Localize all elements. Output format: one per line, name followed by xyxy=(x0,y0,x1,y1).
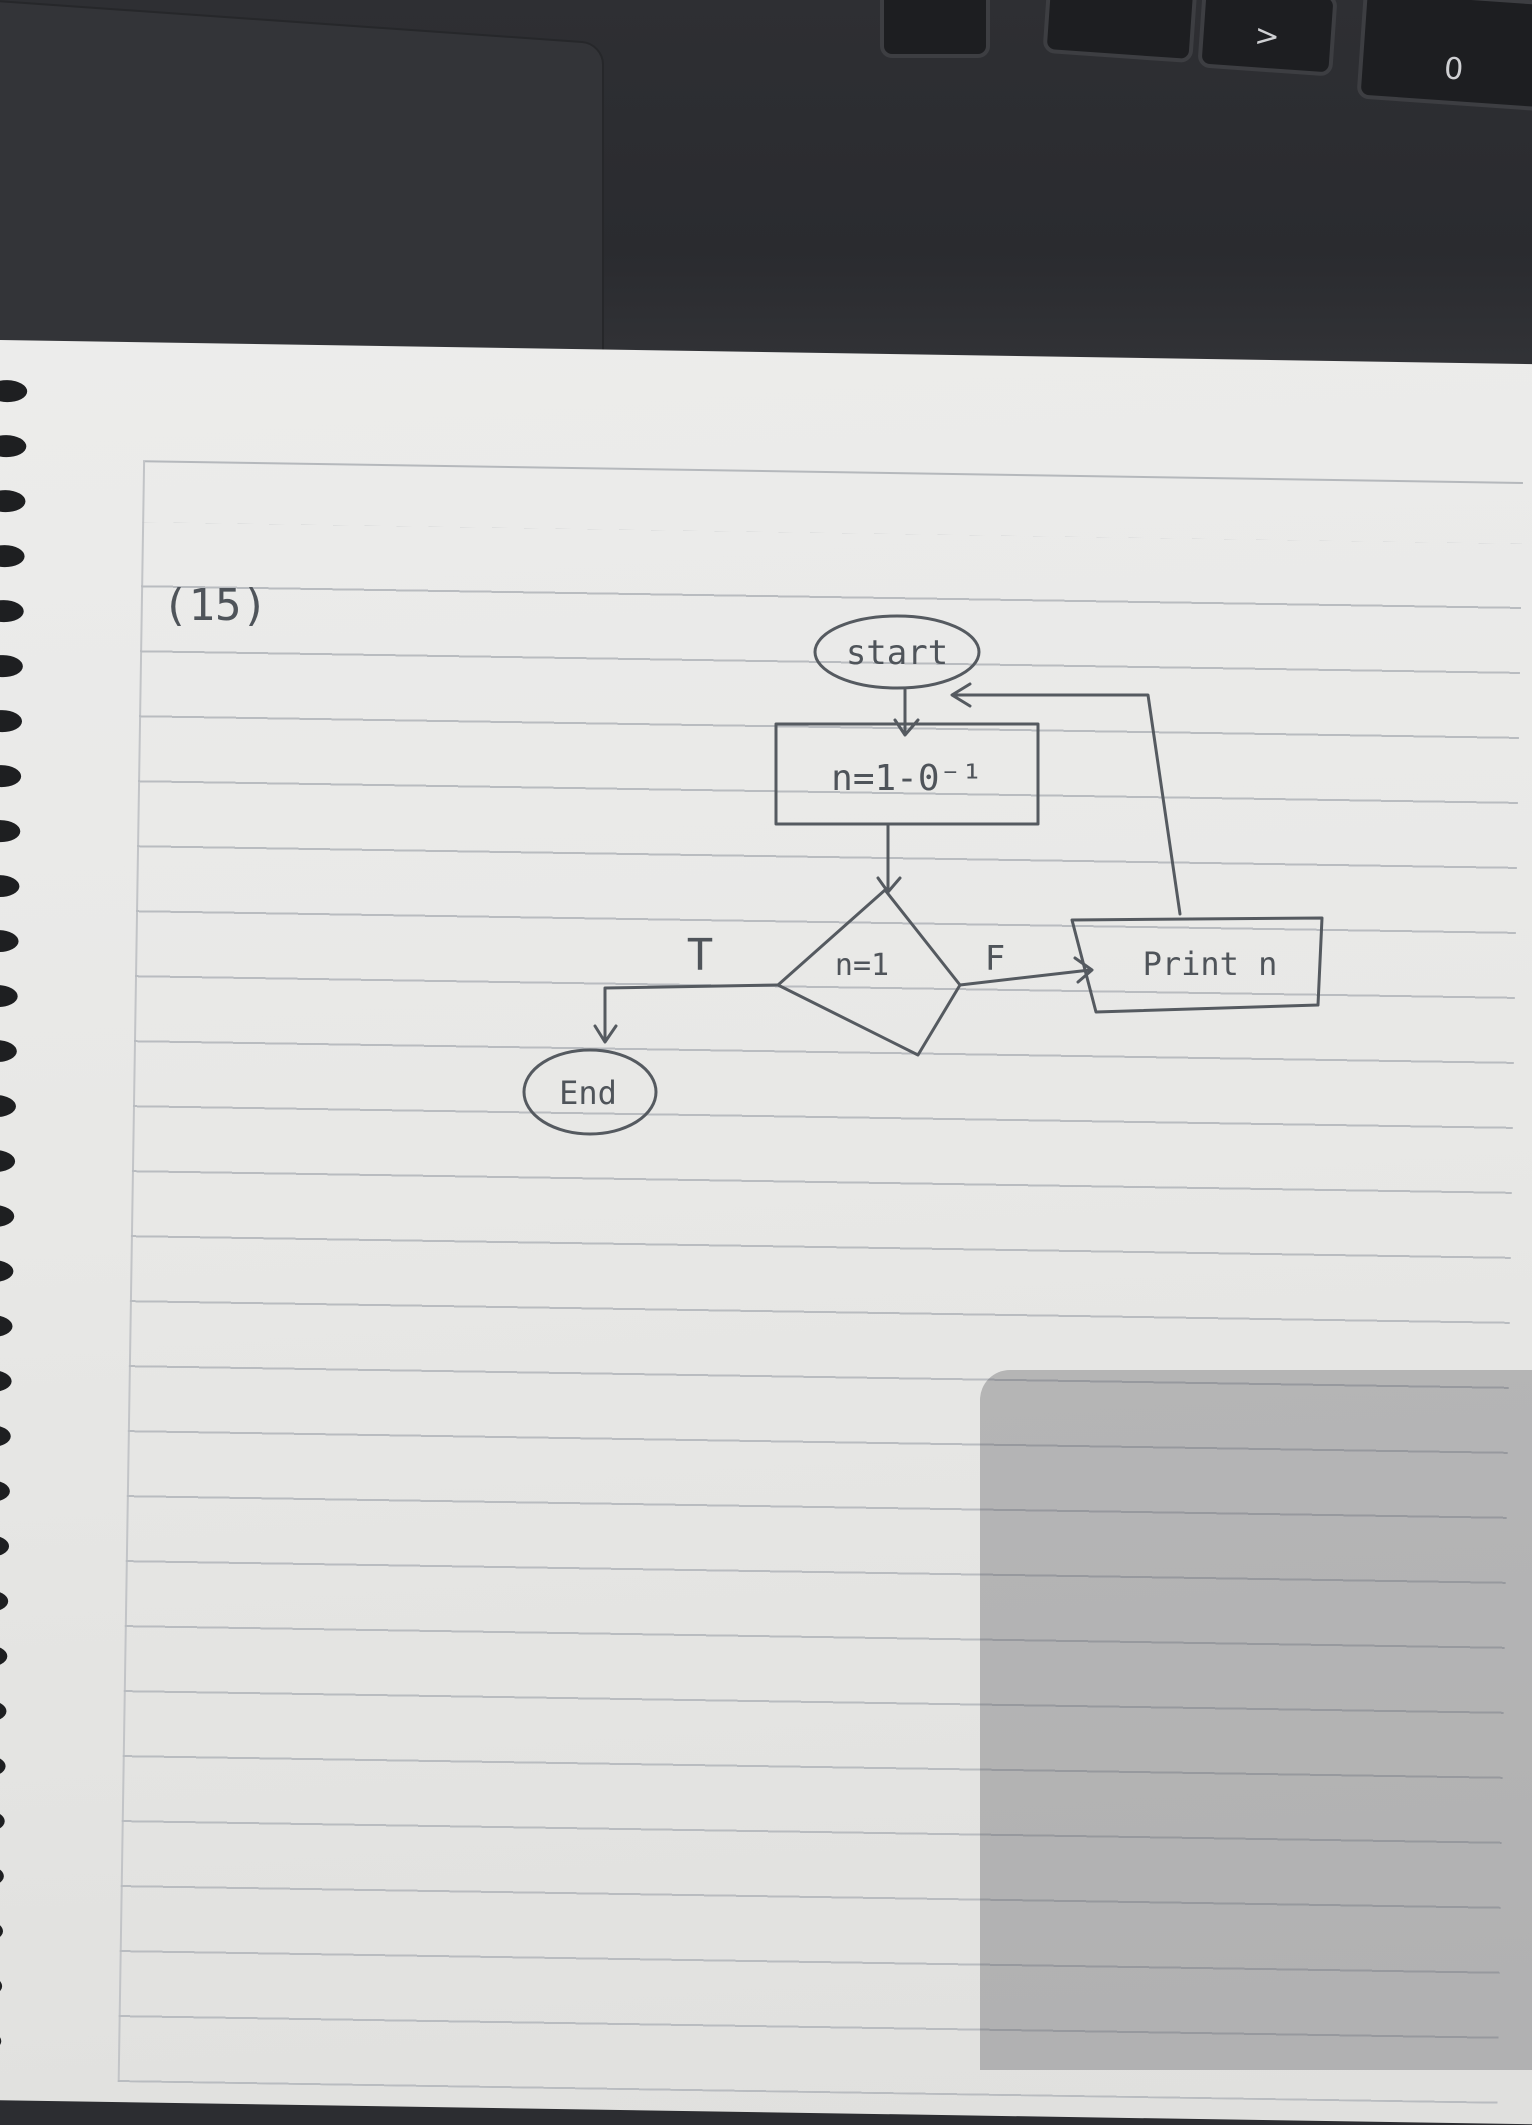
loop-back-line xyxy=(950,682,1182,916)
decision-label: n=1 xyxy=(835,948,889,983)
hand-shadow xyxy=(980,1370,1532,2070)
process-label: n=1-0⁻¹ xyxy=(831,758,983,799)
decision-diamond xyxy=(776,888,962,1057)
output-label: Print n xyxy=(1143,945,1278,983)
start-label: start xyxy=(846,633,948,673)
false-branch-line xyxy=(958,956,1094,987)
end-terminator xyxy=(522,1048,658,1136)
true-label: T xyxy=(687,930,714,981)
output-box xyxy=(1070,916,1324,1014)
arrow-process-to-decision xyxy=(876,822,902,894)
end-label: End xyxy=(559,1074,617,1112)
start-terminator xyxy=(813,614,981,690)
process-box xyxy=(774,722,1040,826)
problem-number: (15) xyxy=(162,580,268,631)
flowchart: (15) start n=1-0⁻¹ n=1 T F Print n End xyxy=(162,580,1324,1136)
keyboard-key xyxy=(880,0,990,58)
false-label: F xyxy=(985,939,1005,979)
arrow-start-to-process xyxy=(893,688,920,737)
true-branch-line xyxy=(593,983,780,1044)
